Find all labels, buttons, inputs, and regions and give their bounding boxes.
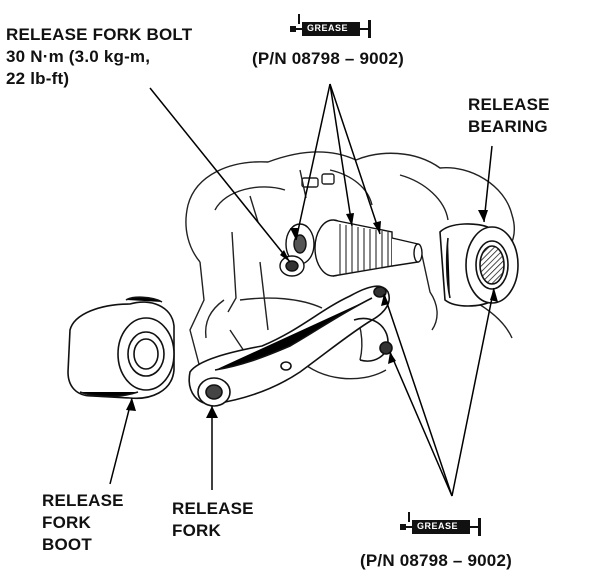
release-bearing-part xyxy=(439,223,519,307)
grease-tag-bottom: GREASE xyxy=(414,520,462,532)
label-release-fork-line1: RELEASE xyxy=(172,499,254,518)
label-release-fork-boot-line1: RELEASE xyxy=(42,491,124,510)
label-release-fork-bolt-line2: 30 N·m (3.0 kg-m, xyxy=(6,47,151,66)
leader-release-bearing xyxy=(483,145,493,223)
label-release-bearing: RELEASE BEARING xyxy=(468,94,550,138)
grease-top-pn-text: (P/N 08798 – 9002) xyxy=(252,49,404,68)
label-release-bearing-line1: RELEASE xyxy=(468,95,550,114)
leader-grease-bottom-3 xyxy=(451,287,495,497)
leader-grease-top-1 xyxy=(295,83,331,241)
leader-release-fork-bolt xyxy=(149,87,291,263)
leader-grease-top-3 xyxy=(329,83,381,235)
label-release-fork-bolt-line1: RELEASE FORK BOLT xyxy=(6,25,193,44)
label-release-fork-boot-line2: FORK xyxy=(42,513,91,532)
release-fork-bolt-part xyxy=(279,255,305,277)
label-release-fork-line2: FORK xyxy=(172,521,221,540)
label-release-fork: RELEASE FORK xyxy=(172,498,254,542)
input-shaft xyxy=(285,219,423,277)
leader-grease-top-2 xyxy=(329,83,353,227)
grease-bottom-pn-text: (P/N 08798 – 9002) xyxy=(360,551,512,570)
label-release-fork-bolt: RELEASE FORK BOLT 30 N·m (3.0 kg-m, 22 l… xyxy=(6,24,192,90)
leader-grease-bottom-1 xyxy=(383,293,453,497)
label-release-bearing-line2: BEARING xyxy=(468,117,548,136)
label-grease-bottom-pn: (P/N 08798 – 9002) xyxy=(360,550,512,572)
arrowheads xyxy=(126,210,498,418)
label-release-fork-boot: RELEASE FORK BOOT xyxy=(42,490,124,556)
release-fork-boot-part xyxy=(67,296,175,400)
label-grease-top-pn: (P/N 08798 – 9002) xyxy=(252,48,404,70)
leader-release-fork-boot xyxy=(109,397,133,485)
release-fork-part xyxy=(188,285,393,407)
transmission-housing xyxy=(185,151,515,380)
leader-lines xyxy=(109,83,495,497)
label-release-fork-bolt-line3: 22 lb-ft) xyxy=(6,69,70,88)
grease-tag-top: GREASE xyxy=(304,22,352,34)
leader-grease-bottom-2 xyxy=(389,351,453,497)
label-release-fork-boot-line3: BOOT xyxy=(42,535,92,554)
